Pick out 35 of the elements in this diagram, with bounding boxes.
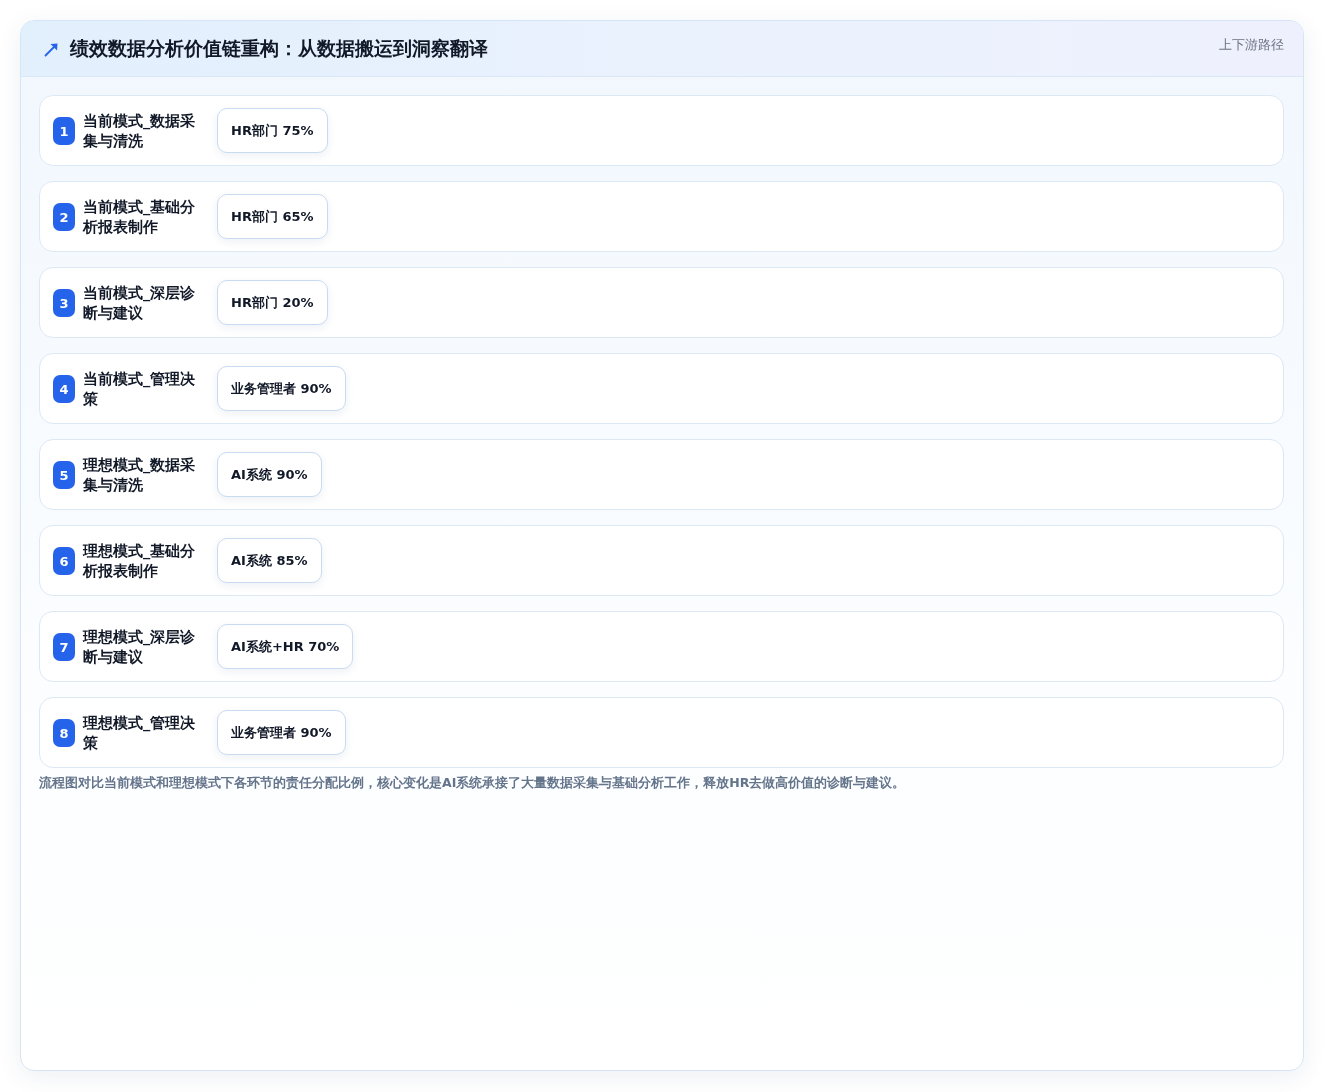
- number-badge: 6: [53, 547, 75, 575]
- step-label: 当前模式_数据采集与清洗: [83, 112, 197, 151]
- role-share-tag: 业务管理者 90%: [217, 710, 346, 755]
- step-label: 理想模式_深层诊断与建议: [83, 628, 197, 667]
- diagram-title: 绩效数据分析价值链重构：从数据搬运到洞察翻译: [70, 36, 488, 60]
- caption-text: 流程图对比当前模式和理想模式下各环节的责任分配比例，核心变化是AI系统承接了大量数据采集与基础分析工作，释放HR去做高价值的诊断与建议。: [39, 774, 907, 792]
- role-share-tag: AI系统+HR 70%: [217, 624, 354, 669]
- number-badge: 2: [53, 203, 75, 231]
- step-row: [39, 697, 1284, 768]
- step-label: 当前模式_深层诊断与建议: [83, 284, 197, 323]
- step-label: 理想模式_基础分析报表制作: [83, 542, 197, 581]
- role-share-tag: AI系统 85%: [217, 538, 322, 583]
- role-share-tag: HR部门 65%: [217, 194, 328, 239]
- number-badge: 8: [53, 719, 75, 747]
- role-share-tag: HR部门 75%: [217, 108, 328, 153]
- step-row: [39, 353, 1284, 424]
- number-badge: 3: [53, 289, 75, 317]
- step-row: [39, 525, 1284, 596]
- role-share-tag: HR部门 20%: [217, 280, 328, 325]
- number-badge: 5: [53, 461, 75, 489]
- step-label: 理想模式_管理决策: [83, 714, 197, 753]
- step-label: 当前模式_管理决策: [83, 370, 197, 409]
- step-label: 理想模式_数据采集与清洗: [83, 456, 197, 495]
- number-badge: 7: [53, 633, 75, 661]
- step-row: [39, 95, 1284, 166]
- number-badge: 4: [53, 375, 75, 403]
- role-share-tag: AI系统 90%: [217, 452, 322, 497]
- number-badge: 1: [53, 117, 75, 145]
- step-row: [39, 439, 1284, 510]
- step-row: [39, 611, 1284, 682]
- role-share-tag: 业务管理者 90%: [217, 366, 346, 411]
- header-note: 上下游路径: [1219, 36, 1284, 54]
- step-row: [39, 267, 1284, 338]
- step-label: 当前模式_基础分析报表制作: [83, 198, 197, 237]
- step-row: [39, 181, 1284, 252]
